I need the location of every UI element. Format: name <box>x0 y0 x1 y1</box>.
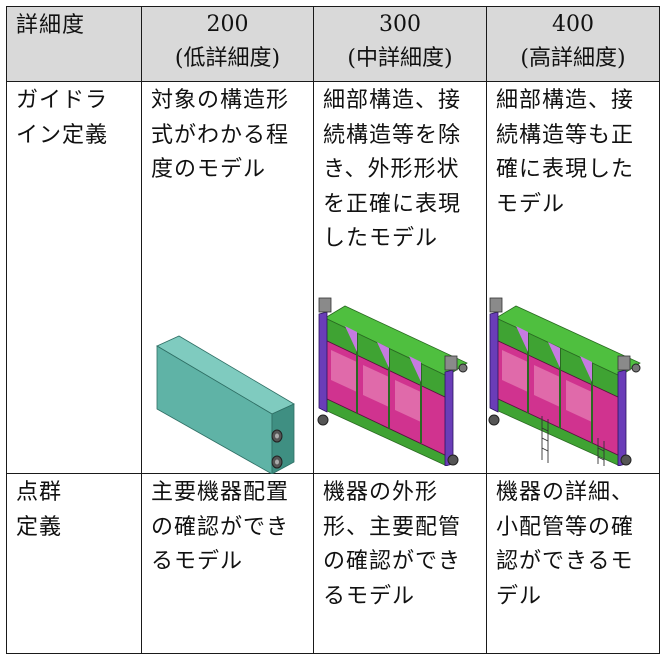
guideline-cell-300: 細部構造、接続構造等を除き、外形形状を正確に表現したモデル <box>313 81 487 474</box>
detailed-steel-frame-illustration <box>488 297 641 466</box>
definition-text: 機器の詳細、小配管等の確認ができるモデル <box>496 480 635 609</box>
point-cloud-cell-400: 機器の詳細、小配管等の確認ができるモデル <box>486 473 660 654</box>
cell-content: 細部構造、接続構造等を除き、外形形状を正確に表現したモデル <box>317 84 482 473</box>
level-number: 400 <box>552 12 594 37</box>
level-description: (低詳細度) <box>174 46 281 71</box>
header-level-400: 400 (高詳細度) <box>486 6 660 82</box>
header-row: 詳細度 200 (低詳細度) 300 (中詳細度) 400 (高詳細度) <box>6 6 660 82</box>
block-model-illustration <box>156 335 295 474</box>
lod200-block-model-image <box>149 324 299 474</box>
level-number: 300 <box>379 12 421 37</box>
guideline-cell-200: 対象の構造形式がわかる程度のモデル <box>141 81 314 474</box>
cell-content: 対象の構造形式がわかる程度のモデル <box>149 84 309 474</box>
level-description: (高詳細度) <box>520 46 626 71</box>
definition-text: 細部構造、接続構造等も正確に表現したモデル <box>496 88 635 217</box>
header-level-200: 200 (低詳細度) <box>141 6 314 82</box>
header-corner-cell: 詳細度 <box>6 6 142 82</box>
row-label-text: ガイドライン定義 <box>16 88 109 148</box>
point-cloud-row: 点群定義 主要機器配置の確認ができるモデル 機器の外形形、主要配管の確認ができる… <box>6 473 660 654</box>
point-cloud-cell-200: 主要機器配置の確認ができるモデル <box>141 473 314 654</box>
guideline-cell-400: 細部構造、接続構造等も正確に表現したモデル <box>486 81 660 474</box>
cell-content: 細部構造、接続構造等も正確に表現したモデル <box>488 84 655 473</box>
point-cloud-cell-300: 機器の外形形、主要配管の確認ができるモデル <box>313 473 487 654</box>
definition-text: 対象の構造形式がわかる程度のモデル <box>151 88 290 182</box>
definition-text: 主要機器配置の確認ができるモデル <box>151 480 290 574</box>
steel-frame-model-illustration <box>317 297 468 466</box>
row-label-point-cloud: 点群定義 <box>6 473 142 654</box>
level-description: (中詳細度) <box>347 46 453 71</box>
guideline-row: ガイドライン定義 対象の構造形式がわかる程度のモデル <box>6 81 660 474</box>
definition-text: 細部構造、接続構造等を除き、外形形状を正確に表現したモデル <box>323 88 462 251</box>
lod300-frame-model-image <box>317 288 477 466</box>
lod-table: 詳細度 200 (低詳細度) 300 (中詳細度) 400 (高詳細度) ガイド… <box>6 6 660 654</box>
header-level-300: 300 (中詳細度) <box>313 6 487 82</box>
definition-text: 機器の外形形、主要配管の確認ができるモデル <box>323 480 462 609</box>
header-corner-label: 詳細度 <box>16 13 86 38</box>
row-label-guideline: ガイドライン定義 <box>6 81 142 474</box>
lod400-detailed-frame-model-image <box>488 288 650 466</box>
row-label-text: 点群定義 <box>16 480 63 540</box>
level-number: 200 <box>206 12 249 37</box>
